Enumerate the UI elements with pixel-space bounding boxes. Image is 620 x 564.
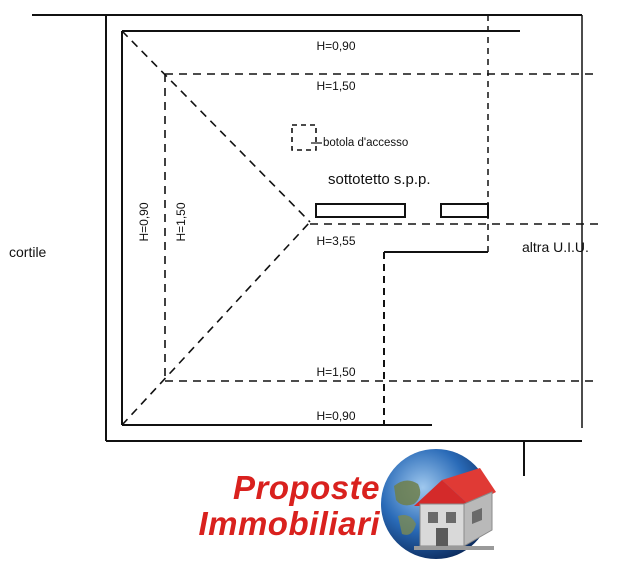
brand-line-2: Immobiliari [198, 505, 380, 542]
label-h-top-inner: H=1,50 [316, 79, 355, 93]
label-h-apex: H=3,55 [316, 234, 355, 248]
label-h-bottom-outer: H=0,90 [316, 409, 355, 423]
label-h-top-outer: H=0,90 [316, 39, 355, 53]
label-access-hatch: botola d'accesso [323, 137, 408, 149]
label-h-left-outer: H=0,90 [137, 202, 151, 241]
brand-logo-text: Proposte Immobiliari [150, 470, 380, 542]
label-courtyard: cortile [9, 244, 47, 260]
house-roof-icon [414, 480, 470, 506]
label-room-name: sottotetto s.p.p. [328, 171, 431, 188]
roof-window-right [440, 203, 489, 218]
house-globe-logo-icon [381, 449, 496, 559]
label-h-left-inner: H=1,50 [174, 202, 188, 241]
roof-window-left [315, 203, 406, 218]
label-h-bottom-inner: H=1,50 [316, 365, 355, 379]
brand-line-1: Proposte [232, 469, 380, 506]
hip-line-bottom [121, 221, 311, 426]
access-hatch-icon [291, 124, 317, 151]
walls [32, 14, 583, 476]
label-other-unit: altra U.I.U. [522, 239, 589, 255]
hip-line-top [121, 30, 311, 223]
height-lines [121, 30, 600, 426]
